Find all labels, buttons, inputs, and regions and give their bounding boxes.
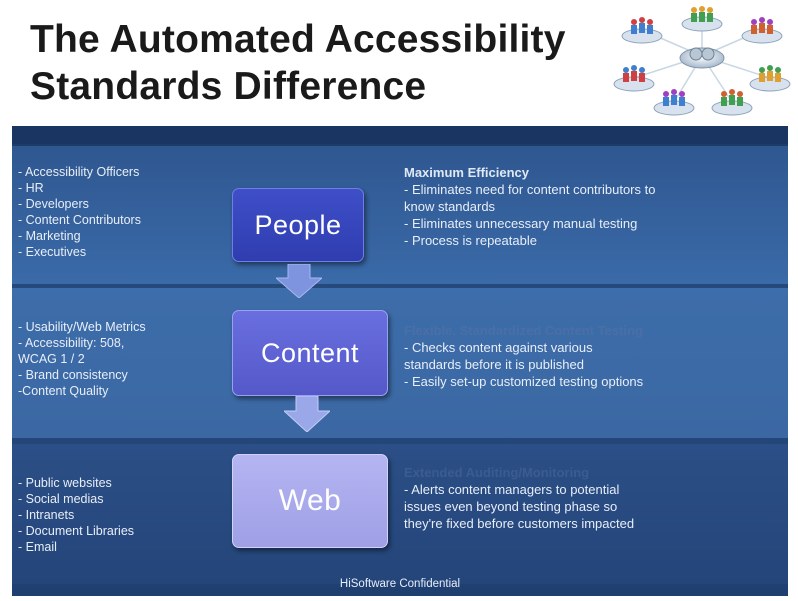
people-benefits: Maximum Efficiency - Eliminates need for… — [404, 164, 784, 249]
confidentiality-footer: HiSoftware Confidential — [339, 578, 461, 590]
benefit-line: know standards — [404, 199, 496, 214]
band-web — [12, 444, 788, 584]
list-item: - Document Libraries — [18, 524, 135, 538]
benefit-line: - Alerts content managers to potential — [404, 482, 620, 497]
web-box: Web — [232, 454, 388, 548]
list-item: -Content Quality — [18, 384, 109, 398]
benefit-line: - Process is repeatable — [404, 233, 537, 248]
content-box: Content — [232, 310, 388, 396]
down-arrow-icon — [284, 396, 330, 432]
list-item: - Email — [18, 540, 57, 554]
top-strip — [12, 126, 788, 144]
content-criteria-list: - Usability/Web Metrics - Accessibility:… — [18, 319, 146, 399]
list-item: - Developers — [18, 197, 89, 211]
web-channel-list: - Public websites - Social medias - Intr… — [18, 475, 134, 555]
network-hub-icon — [679, 47, 725, 69]
band-people — [12, 146, 788, 284]
benefit-line: - Eliminates unnecessary manual testing — [404, 216, 638, 231]
list-item: - Brand consistency — [18, 368, 128, 382]
slide-title-line-1: The Automated Accessibility — [30, 18, 566, 61]
content-benefits: Flexible, Standardized Content Testing -… — [404, 322, 784, 390]
slide-title-line-2: Standards Difference — [30, 65, 427, 108]
list-item: - HR — [18, 181, 44, 195]
down-arrow-icon — [276, 264, 322, 298]
benefit-line: they're fixed before customers impacted — [404, 516, 635, 531]
benefit-line: - Easily set-up customized testing optio… — [404, 374, 644, 389]
benefit-line: issues even beyond testing phase so — [404, 499, 618, 514]
benefit-heading: Maximum Efficiency — [404, 165, 529, 180]
list-item: WCAG 1 / 2 — [18, 352, 85, 366]
list-item: - Accessibility Officers — [18, 165, 140, 179]
people-clusters — [623, 6, 781, 106]
benefit-heading: Flexible, Standardized Content Testing — [404, 323, 643, 338]
people-network-illustration — [613, 6, 791, 116]
benefit-heading: Extended Auditing/Monitoring — [404, 465, 590, 480]
list-item: - Usability/Web Metrics — [18, 320, 146, 334]
diagram-panel: - Accessibility Officers - HR - Develope… — [12, 126, 788, 596]
list-item: - Social medias — [18, 492, 104, 506]
list-item: - Content Contributors — [18, 213, 141, 227]
people-box: People — [232, 188, 364, 262]
band-content — [12, 288, 788, 438]
list-item: - Public websites — [18, 476, 112, 490]
benefit-line: - Checks content against various — [404, 340, 593, 355]
slide-title: The Automated Accessibility Standards Di… — [30, 16, 566, 110]
people-stakeholder-list: - Accessibility Officers - HR - Develope… — [18, 164, 141, 260]
benefit-line: standards before it is published — [404, 357, 584, 372]
list-item: - Executives — [18, 245, 87, 259]
web-benefits: Extended Auditing/Monitoring - Alerts co… — [404, 464, 784, 532]
title-area: The Automated Accessibility Standards Di… — [0, 0, 798, 126]
benefit-line: - Eliminates need for content contributo… — [404, 182, 656, 197]
list-item: - Intranets — [18, 508, 75, 522]
list-item: - Marketing — [18, 229, 81, 243]
list-item: - Accessibility: 508, — [18, 336, 125, 350]
